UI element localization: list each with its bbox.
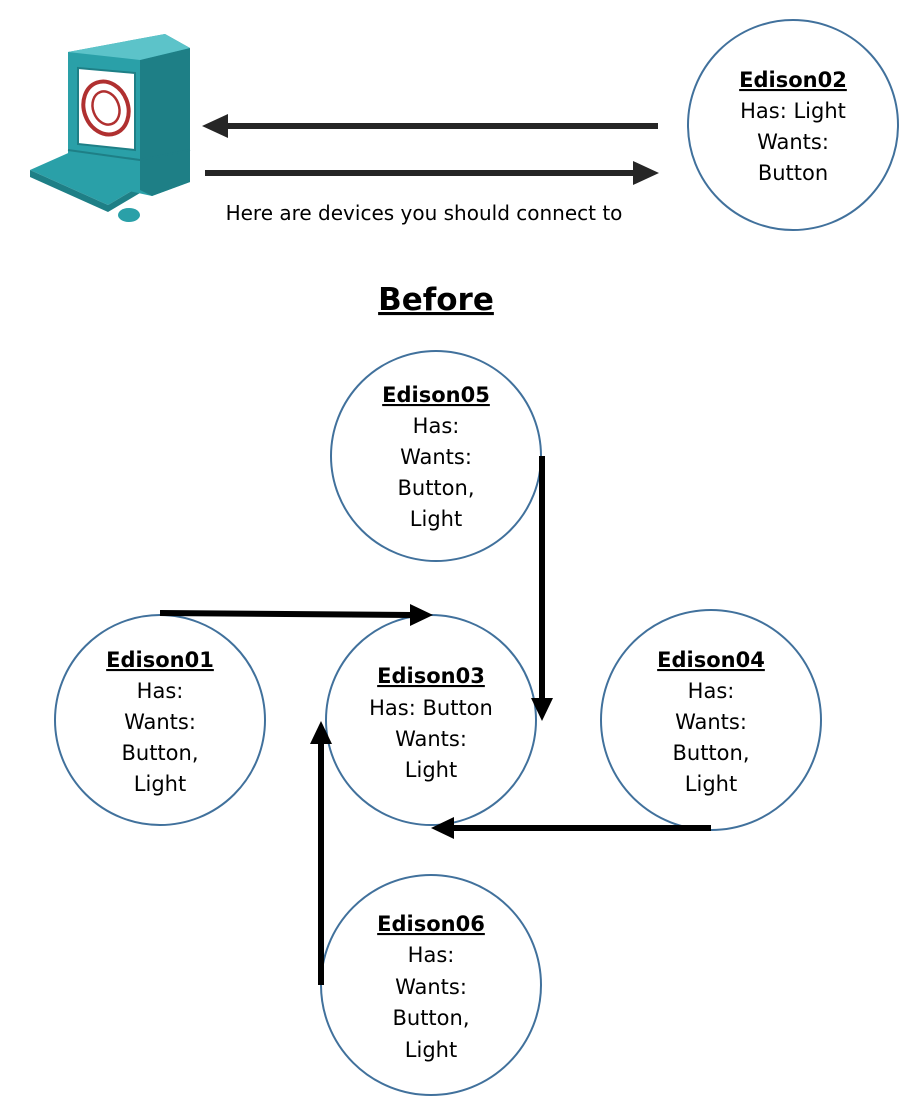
arrow-edison01-to-edison03 (159, 604, 433, 626)
node-line: Light (405, 1038, 457, 1062)
arrowhead (310, 721, 332, 744)
node-circle (687, 19, 899, 231)
node-edison06: Edison06 Has: Wants: Button, Light (320, 874, 542, 1096)
arrow-edison05-to-edison03 (531, 456, 553, 721)
node-line: Has: (408, 943, 455, 967)
server-exchange-arrows (202, 114, 659, 185)
node-name: Edison02 (739, 68, 847, 92)
node-line: Light (134, 772, 186, 796)
node-line: Wants: (395, 975, 467, 999)
node-name: Edison05 (382, 383, 490, 407)
request-arrowhead (202, 114, 228, 138)
server-caption: Here are devices you should connect to (226, 201, 623, 225)
node-name: Edison03 (377, 664, 485, 688)
node-line: Wants: (675, 710, 747, 734)
node-edison03: Edison03 Has: Button Wants: Light (325, 614, 537, 826)
node-name: Edison06 (377, 912, 485, 936)
node-name: Edison01 (106, 648, 214, 672)
node-line: Button, (392, 1006, 469, 1030)
arrowhead (431, 817, 454, 839)
node-line: Light (685, 772, 737, 796)
arrow-edison06-to-edison03 (310, 721, 332, 985)
node-line: Has: (413, 414, 460, 438)
node-line: Has: Light (740, 99, 846, 123)
response-arrowhead (633, 161, 659, 185)
node-line: Has: (688, 679, 735, 703)
arrowhead (531, 698, 553, 721)
node-edison05: Edison05 Has: Wants: Button, Light (330, 350, 542, 562)
node-line: Has: (137, 679, 184, 703)
computer-icon (30, 34, 191, 222)
section-title: Before (378, 282, 494, 318)
node-edison02: Edison02 Has: Light Wants: Button (687, 19, 899, 231)
node-name: Edison04 (657, 648, 765, 672)
node-line: Wants: (757, 130, 829, 154)
arrow-edison04-to-edison03 (431, 817, 711, 839)
node-line: Button, (121, 741, 198, 765)
node-line: Light (410, 507, 462, 531)
node-line: Button, (397, 476, 474, 500)
node-edison04: Edison04 Has: Wants: Button, Light (600, 609, 822, 831)
node-line: Button, (672, 741, 749, 765)
node-edison01: Edison01 Has: Wants: Button, Light (54, 614, 266, 826)
node-line: Has: Button (369, 696, 493, 720)
node-line: Wants: (395, 727, 467, 751)
node-line: Button (758, 161, 828, 185)
connection-arrows (159, 456, 711, 985)
node-line: Light (405, 758, 457, 782)
arrow-line (159, 610, 413, 618)
node-line: Wants: (124, 710, 196, 734)
node-circle (325, 614, 537, 826)
arrowhead (410, 604, 433, 626)
node-line: Wants: (400, 445, 472, 469)
